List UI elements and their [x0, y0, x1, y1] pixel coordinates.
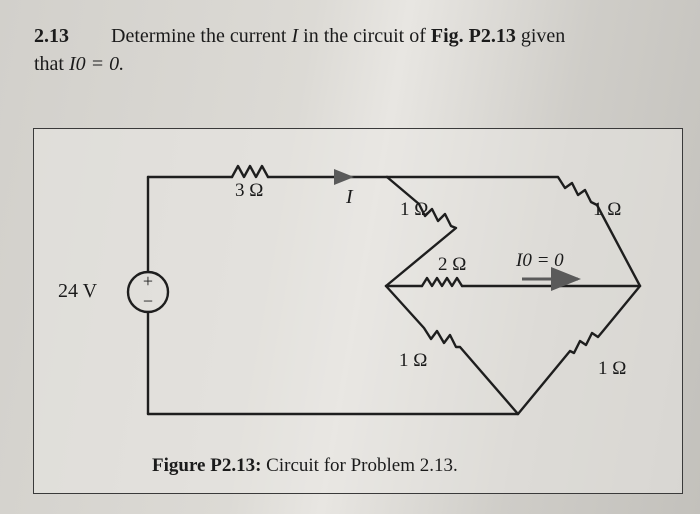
problem-text-4: that	[34, 53, 64, 75]
problem-text-2: in the circuit of	[303, 25, 426, 47]
source-plus: +	[143, 271, 153, 291]
resistor-3ohm	[230, 164, 270, 179]
figure-reference: Fig. P2.13	[430, 25, 516, 47]
current-I-label: I	[345, 186, 354, 208]
resistor-upper-right	[385, 175, 642, 288]
source-minus: −	[143, 291, 153, 311]
problem-statement: 2.13 Determine the current I in the circ…	[34, 22, 674, 78]
resistor-lower-right	[516, 284, 642, 416]
label-upper-left-1ohm: 1 Ω	[400, 199, 428, 220]
label-2ohm: 2 Ω	[438, 254, 466, 275]
caption-text: Circuit for Problem 2.13.	[266, 455, 458, 476]
current-symbol: I	[291, 25, 299, 47]
problem-line-2: that I0 = 0.	[34, 50, 674, 78]
label-3ohm: 3 Ω	[235, 180, 263, 201]
voltage-source-circle	[126, 270, 170, 314]
problem-text-1: Determine the current	[111, 25, 287, 47]
source-voltage-label: 24 V	[58, 280, 98, 302]
label-upper-right-1ohm: 1 Ω	[593, 199, 621, 220]
caption-prefix: Figure P2.13:	[152, 455, 262, 476]
condition-text: I0 = 0.	[69, 53, 125, 75]
resistor-lower-left	[384, 284, 520, 416]
label-lower-left-1ohm: 1 Ω	[399, 350, 427, 371]
problem-number: 2.13	[34, 25, 69, 47]
resistor-2ohm	[420, 276, 464, 288]
problem-text-3: given	[520, 25, 566, 47]
label-I0: I0 = 0	[515, 250, 564, 271]
resistor-upper-left	[384, 175, 458, 288]
figure-caption: Figure P2.13: Circuit for Problem 2.13.	[152, 455, 458, 477]
label-lower-right-1ohm: 1 Ω	[598, 358, 626, 379]
